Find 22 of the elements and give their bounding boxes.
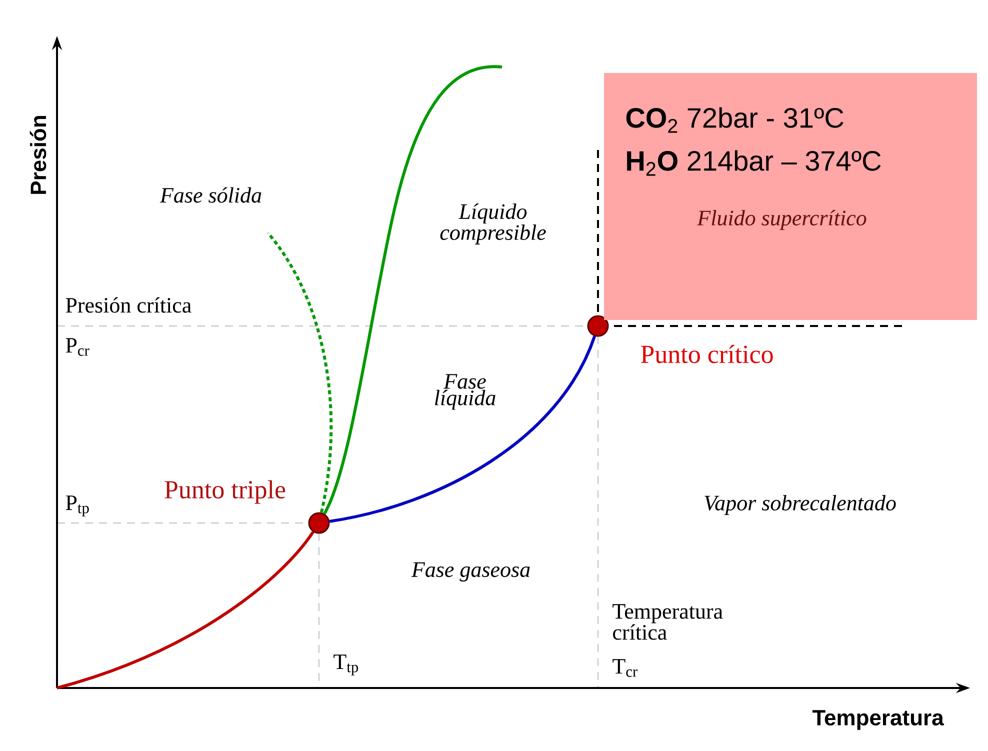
axis-label: Temperatura [812,710,944,730]
region-label: Fase gaseosa [411,562,530,582]
region-box: CO$_{2}$ 72bar - 31ºC H$_{2}$O 214bar – 374ºC Fluido supercrítico [604,72,977,320]
axis-note: P$_{cr}$ [66,338,90,356]
region-label: Vapor sobrecalentado [704,495,896,515]
axis-note: P$_{tp}$ [66,496,89,516]
point-label: Punto triple [164,480,286,504]
region-label: Fase sólida [160,187,262,203]
point-marker [308,512,330,534]
phase-boundary-curve [266,232,332,513]
axis-note: T$_{tp}$ [334,654,358,676]
region-label: Fase líquida [435,374,496,410]
axis-note: T$_{cr}$ [612,659,638,677]
phase-boundary-curve [329,336,596,523]
phase-boundary-curve [56,531,314,690]
region-label: Líquido compresible [440,204,546,244]
point-label: Punto crítico [640,344,773,364]
axis-label: Presión [30,116,46,194]
phase-boundary-curve [323,65,502,514]
axis-note: Presión crítica [66,297,192,313]
axis-note: Temperatura crítica [612,604,723,640]
point-marker [587,315,609,337]
